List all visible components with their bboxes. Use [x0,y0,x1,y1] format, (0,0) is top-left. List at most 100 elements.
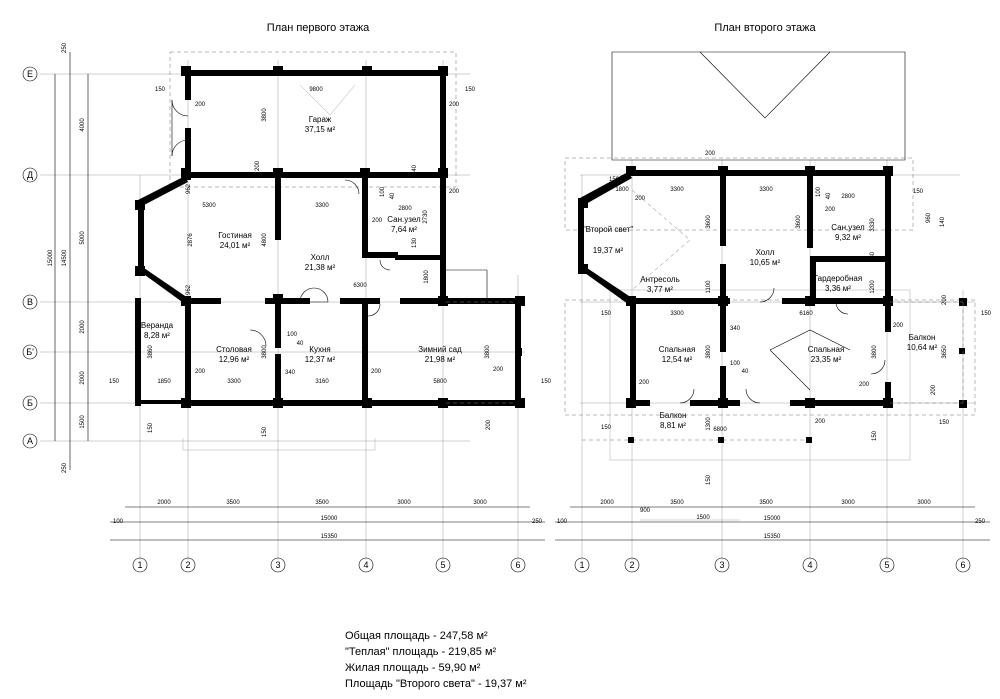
dim-label: 40 [742,369,749,375]
dim-label: 130 [412,237,418,248]
dim-label: 2000 [80,371,86,385]
room-area: 9,32 м² [835,233,861,242]
room-name: Гардеробная [814,274,862,283]
dim-label: 900 [640,508,651,514]
dim-label: 1850 [157,379,171,385]
axis-grid-lines [40,60,975,560]
dim-label: 6800 [713,427,727,433]
dim-label: 150 [706,474,712,485]
dim-label: 200 [893,323,904,329]
dim-label: 150 [541,379,552,385]
dim-label: 3300 [670,311,684,317]
dim-label: 1500 [80,415,86,429]
dim-label: 200 [942,294,948,305]
axis-label: 1 [137,560,142,570]
axis-letter-markers: Е Д В Б' Б А [22,66,38,449]
dim-label: 3000 [473,500,487,506]
dim-label: 15000 [321,516,338,522]
room-name: Веранда [141,321,174,330]
room-name: Спальная [659,345,696,354]
axis-label: Е [27,69,33,79]
dim-label: 2730 [423,210,429,224]
dim-label: 2000 [600,500,614,506]
dim-label: 3300 [227,379,241,385]
summary-total-area: Общая площадь - 247,58 м² [345,630,488,642]
dim-label: 200 [493,367,504,373]
dim-label: 4000 [80,118,86,132]
dim-label: 150 [981,311,992,317]
axis-label: 6 [960,560,965,570]
dim-label: 3300 [759,187,773,193]
dim-label: 100 [730,361,741,367]
room-name: Сан.узел [387,215,421,224]
axis-label: Б [27,398,33,408]
dim-label: 3000 [841,500,855,506]
dim-label: 100 [557,519,568,525]
dim-label: 150 [601,311,612,317]
dim-label: 100 [380,186,386,197]
room-name: "Второй свет" [583,225,634,234]
dim-label: 150 [913,189,924,195]
dim-label: 1800 [424,270,430,284]
dim-label: 962 [186,284,192,295]
room-area: 7,64 м² [391,225,417,234]
dim-label: 200 [815,419,826,425]
dim-label: 1500 [696,515,710,521]
dim-label: 3300 [670,187,684,193]
dim-label: 3330 [870,218,876,232]
room-name: Гараж [309,115,332,124]
dim-label: 150 [109,379,120,385]
dim-label: 250 [62,462,68,473]
dim-label: 200 [705,151,716,157]
room-area: 12,96 м² [219,355,250,364]
dim-label: 15000 [764,516,781,522]
room-name: Зимний сад [418,345,462,354]
dim-label: 3800 [262,345,268,359]
dim-label: 1300 [706,417,712,431]
dim-label: 3500 [315,500,329,506]
dim-label: 150 [872,430,878,441]
dim-label: 130 [870,251,876,262]
axis-label: Б' [26,347,34,357]
dim-label: 3800 [485,345,491,359]
dim-label: 2800 [398,206,412,212]
floor1-bottom-dimensions: 2000 3500 3500 3000 3000 100 15000 250 1… [110,500,545,541]
summary-second-light-area: Площадь "Второго света" - 19,37 м² [345,678,527,690]
dim-label: 200 [449,189,460,195]
dim-label: 200 [372,218,383,224]
dim-label: 5800 [433,379,447,385]
dim-label: 200 [859,382,870,388]
floor2-plan: "Второй свет" 19,37 м² Холл 10,65 м² Сан… [564,51,992,485]
dim-label: 40 [297,341,304,347]
dim-label: 5300 [202,203,216,209]
dim-label: 100 [113,519,124,525]
room-name: Балкон [909,333,936,342]
dim-label: 9800 [309,87,323,93]
dim-label: 3800 [872,345,878,359]
room-area: 3,36 м² [825,284,851,293]
dim-label: 150 [609,177,620,183]
summary-warm-area: "Теплая" площадь - 219,85 м² [345,646,497,658]
room-area: 19,37 м² [593,246,624,255]
dim-label: 2000 [157,500,171,506]
axis-label: 4 [363,560,368,570]
dim-label: 100 [816,186,822,197]
dim-label: 2876 [188,233,194,247]
dim-total: 14500 [62,249,68,266]
dim-label: 250 [532,519,543,525]
dim-label: 3860 [148,345,154,359]
axis-label: 4 [807,560,812,570]
dim-label: 200 [255,160,261,171]
room-area: 24,01 м² [220,241,251,250]
floor1-plan: Гараж 37,15 м² Гостиная 24,01 м² Сан.узе… [109,51,552,451]
dim-label: 3300 [315,203,329,209]
room-name: Холл [311,253,330,262]
axis-label: 3 [719,560,724,570]
dim-label: 40 [390,192,396,199]
dim-label: 3160 [315,379,329,385]
axis-label: 3 [275,560,280,570]
dim-label: 250 [975,519,986,525]
dim-label: 150 [155,87,166,93]
dim-label: 5000 [80,231,86,245]
